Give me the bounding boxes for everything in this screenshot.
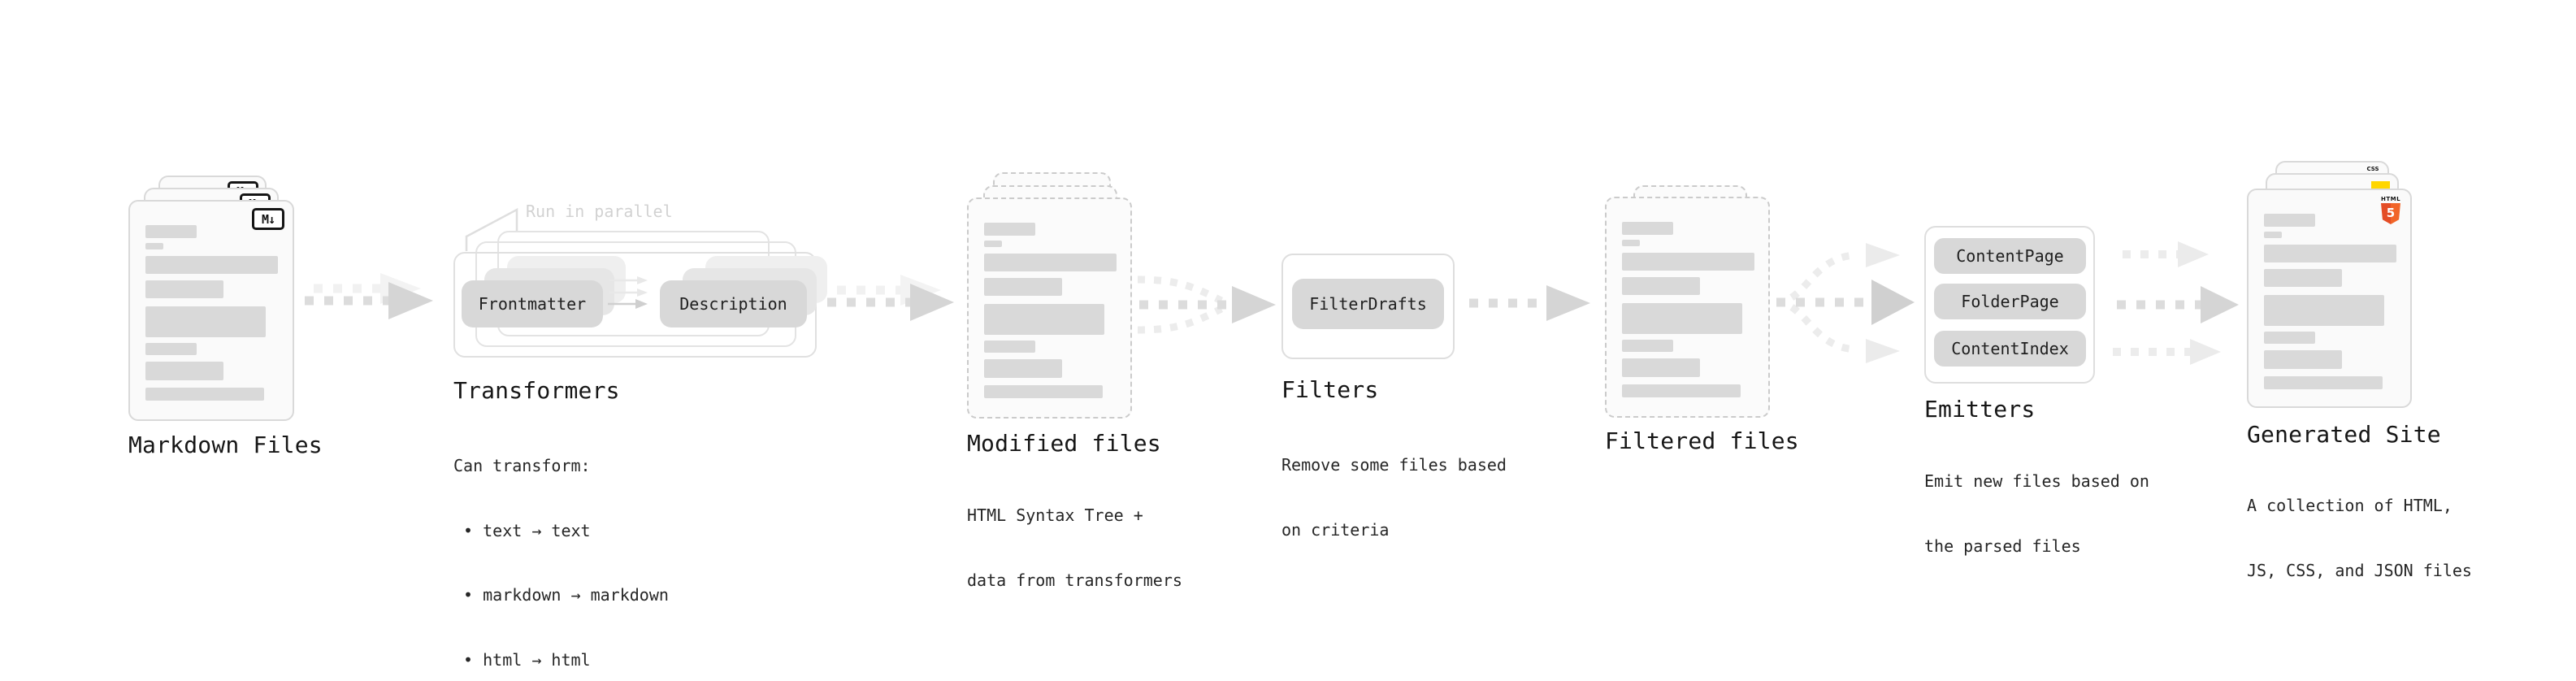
html5-shield: 5 [2381, 203, 2400, 224]
desc-line: • markdown → markdown [453, 585, 669, 605]
skeleton-text-bar [2264, 376, 2383, 389]
skeleton-text-bar [145, 280, 223, 298]
skeleton-text-bar [2264, 245, 2396, 262]
desc-line: Emit new files based on [1924, 471, 2149, 491]
desc-line: A collection of HTML, [2247, 496, 2452, 515]
skeleton-text-bar [984, 223, 1035, 236]
skeleton-text-bar [1622, 358, 1700, 377]
markdown-icon: M↓ [252, 208, 284, 230]
desc-line: • html → html [453, 649, 591, 670]
stage-title-emitters: Emitters [1924, 396, 2036, 423]
skeleton-text-bar [2264, 269, 2342, 287]
skeleton-text-bar [1622, 277, 1700, 295]
skeleton-text-bar [984, 359, 1062, 378]
arrow-filtered-to-emitters [1776, 243, 1915, 363]
frontmatter-pill: Frontmatter [462, 280, 603, 327]
desc-line: data from transformers [967, 570, 1182, 590]
skeleton-text-bar [145, 343, 197, 355]
modified-files-description: HTML Syntax Tree + data from transformer… [967, 462, 1182, 634]
skeleton-text-bar [145, 362, 223, 380]
markdown-file-card-front: M↓ [128, 200, 294, 421]
arrow-emitters-to-generated [2113, 241, 2239, 365]
stage-title-transformers: Transformers [453, 377, 620, 404]
description-pill: Description [660, 280, 807, 327]
stage-title-generated-site: Generated Site [2247, 421, 2441, 448]
arrow-filters-to-filtered [1469, 285, 1590, 321]
skeleton-text-bar [2264, 232, 2282, 238]
skeleton-text-bar [1622, 253, 1754, 271]
skeleton-text-bar [1622, 303, 1742, 334]
generated-card-html: HTML 5 [2247, 189, 2412, 408]
skeleton-text-bar [145, 388, 264, 401]
desc-line: HTML Syntax Tree + [967, 505, 1143, 525]
desc-line: JS, CSS, and JSON files [2247, 560, 2472, 580]
modified-file-card-front [967, 197, 1132, 419]
skeleton-text-bar [2264, 214, 2315, 227]
desc-line: the parsed files [1924, 536, 2081, 556]
skeleton-text-bar [145, 225, 197, 238]
arrow-markdown-to-transformers [305, 273, 433, 319]
generated-site-description: A collection of HTML, JS, CSS, and JSON … [2247, 452, 2472, 624]
skeleton-text-bar [145, 256, 278, 274]
skeleton-text-bar [2264, 332, 2315, 344]
stage-title-filters: Filters [1281, 376, 1379, 403]
html5-icon: HTML 5 [2380, 196, 2401, 224]
skeleton-text-bar [1622, 384, 1741, 397]
skeleton-text-bar [984, 340, 1035, 353]
transformers-description: Can transform: • text → text • markdown … [453, 412, 669, 681]
css-label: CSS [2366, 166, 2379, 172]
skeleton-text-bar [2264, 295, 2384, 326]
desc-line: • text → text [453, 520, 591, 540]
emitters-description: Emit new files based on the parsed files [1924, 427, 2149, 600]
skeleton-text-bar [1622, 222, 1673, 235]
skeleton-text-bar [1622, 340, 1673, 352]
skeleton-text-bar [1622, 240, 1640, 246]
skeleton-text-bar [984, 385, 1103, 398]
skeleton-text-bar [2264, 350, 2342, 369]
skeleton-text-bar [145, 243, 163, 249]
arrow-modified-to-filters [1137, 275, 1276, 334]
skeleton-text-bar [984, 254, 1117, 271]
contentindex-pill: ContentIndex [1934, 331, 2086, 367]
filters-description: Remove some files based on criteria [1281, 411, 1507, 583]
stage-title-filtered-files: Filtered files [1605, 427, 1799, 454]
filtered-file-card-front [1605, 197, 1770, 418]
filterdrafts-pill: FilterDrafts [1292, 279, 1444, 329]
contentpage-pill: ContentPage [1934, 238, 2086, 274]
desc-line: on criteria [1281, 519, 1390, 540]
folderpage-pill: FolderPage [1934, 284, 2086, 319]
run-in-parallel-label: Run in parallel [526, 202, 673, 221]
skeleton-text-bar [145, 306, 266, 337]
arrow-transformers-to-modified [827, 275, 954, 321]
desc-line: Can transform: [453, 456, 591, 475]
skeleton-text-bar [984, 278, 1062, 296]
stage-title-markdown-files: Markdown Files [128, 432, 323, 458]
html5-label: HTML [2380, 196, 2401, 202]
html5-number: 5 [2386, 206, 2396, 220]
desc-line: Remove some files based [1281, 455, 1507, 475]
skeleton-text-bar [984, 241, 1002, 247]
stage-title-modified-files: Modified files [967, 430, 1161, 457]
skeleton-text-bar [984, 304, 1104, 335]
